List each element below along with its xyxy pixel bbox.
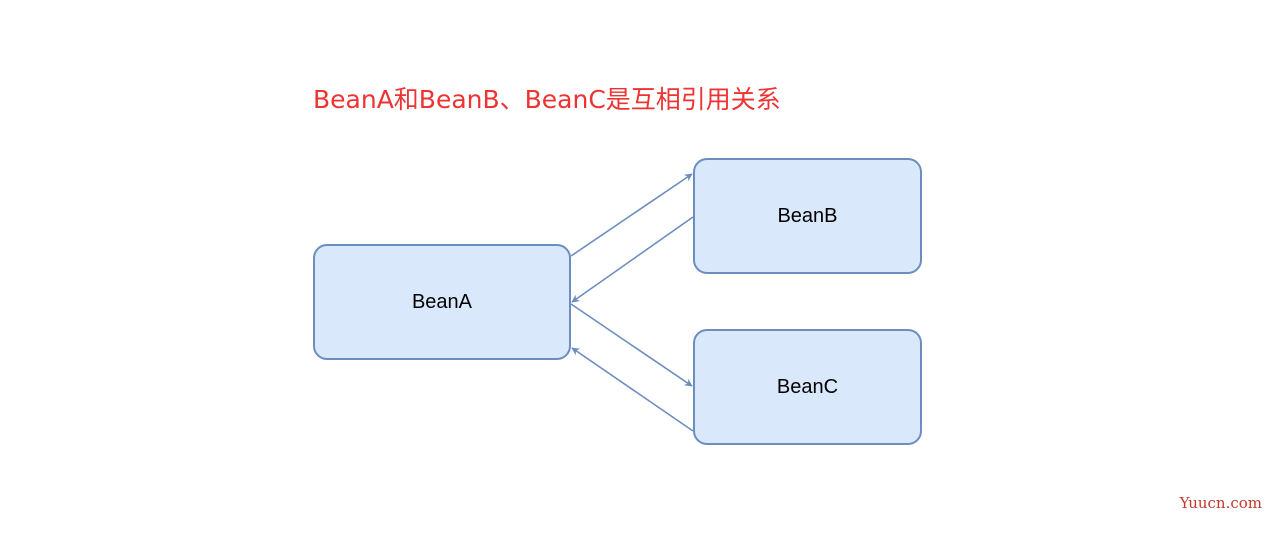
diagram-title: BeanA和BeanB、BeanC是互相引用关系 [313, 85, 781, 114]
node-bean-c[interactable]: BeanC [693, 329, 922, 445]
node-bean-b[interactable]: BeanB [693, 158, 922, 274]
node-bean-a-label: BeanA [411, 290, 473, 313]
node-bean-a[interactable]: BeanA [313, 244, 571, 360]
edge-beanb-to-beana [571, 216, 694, 303]
node-bean-c-label: BeanC [776, 375, 839, 398]
edge-beana-to-beanc [570, 303, 693, 387]
watermark-text: Yuucn.com [1179, 494, 1262, 512]
node-bean-b-label: BeanB [777, 204, 838, 227]
edge-beanc-to-beana [571, 347, 694, 432]
edge-beana-to-beanb [570, 173, 693, 257]
